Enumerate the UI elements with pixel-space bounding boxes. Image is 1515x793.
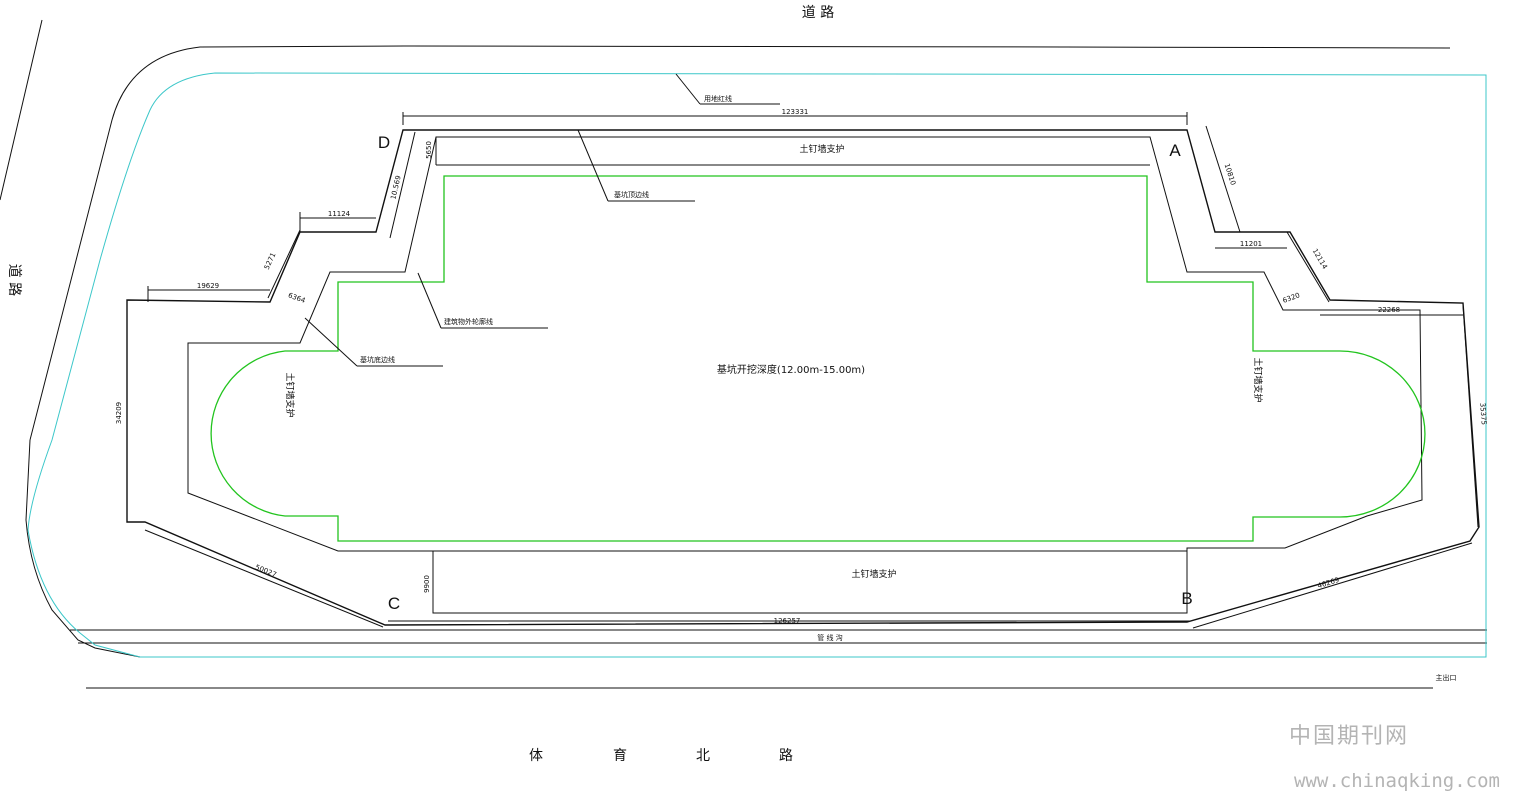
soil-nail-top-label: 土钉墙支护 [799,143,844,155]
building-outline-label: 建筑物外轮廓线 [444,317,493,326]
property-line [27,72,1487,658]
dim-c-diag: 50027 [254,563,278,579]
dim-right-h: 22268 [1378,306,1400,314]
pit-top-line-label: 基坑顶边线 [614,190,649,199]
road-name-left: 道 路 [6,264,22,296]
dim-left-step-h: 11124 [328,210,351,218]
watermark-url: www.chinaqking.com [1294,770,1500,792]
soil-nail-right-label: 土钉墙支护 [1252,357,1264,402]
dim-left-h: 19629 [197,282,219,290]
dim-b-diag: 46269 [1317,576,1341,590]
road-lines [0,19,1487,689]
corner-a-label: A [1169,141,1181,160]
road-name-top: 道 路 [802,5,834,21]
road-name-bottom-1: 体 [529,748,543,764]
corner-d-label: D [378,133,390,152]
dim-right-step-h: 11201 [1240,240,1262,248]
building-outline [210,175,1426,542]
soil-nail-bottom-label: 土钉墙支护 [851,568,896,580]
watermark-cn: 中国期刊网 [1289,724,1409,749]
soil-nail-left-label: 土钉墙支护 [284,372,296,417]
dim-left-step-diag: 5271 [263,251,278,271]
dim-bottom: 126257 [774,617,801,625]
dim-right-step-diag: 12114 [1311,247,1329,271]
ditch-label: 管 线 沟 [817,633,842,642]
dim-d-diag: 10.569 [389,175,402,201]
road-name-bottom-3: 北 [696,748,710,764]
road-name-bottom-4: 路 [779,748,793,764]
dimension-lines [126,73,1479,629]
corner-b-label: B [1181,589,1192,608]
corner-c-label: C [388,594,400,613]
pit-bottom-line-label: 基坑底边线 [360,355,395,364]
dim-a-diag: 10810 [1223,163,1237,187]
dim-top: 123331 [782,108,809,116]
excavation-depth-label: 基坑开挖深度(12.00m-15.00m) [717,363,865,376]
dim-d-vertical: 5650 [425,141,433,159]
property-line-label: 用地红线 [704,94,732,103]
main-exit-label: 主出口 [1436,673,1457,682]
dim-left-small: 6364 [287,291,307,305]
dim-right-vertical: 35375 [1478,402,1488,425]
dim-right-small: 6320 [1282,291,1301,305]
road-name-bottom-2: 育 [613,748,627,764]
dim-left-vertical: 34209 [115,402,123,424]
pit-top-outline [126,129,1480,626]
pit-bottom-outline [187,136,1423,614]
dim-c-vertical: 9900 [423,575,431,593]
